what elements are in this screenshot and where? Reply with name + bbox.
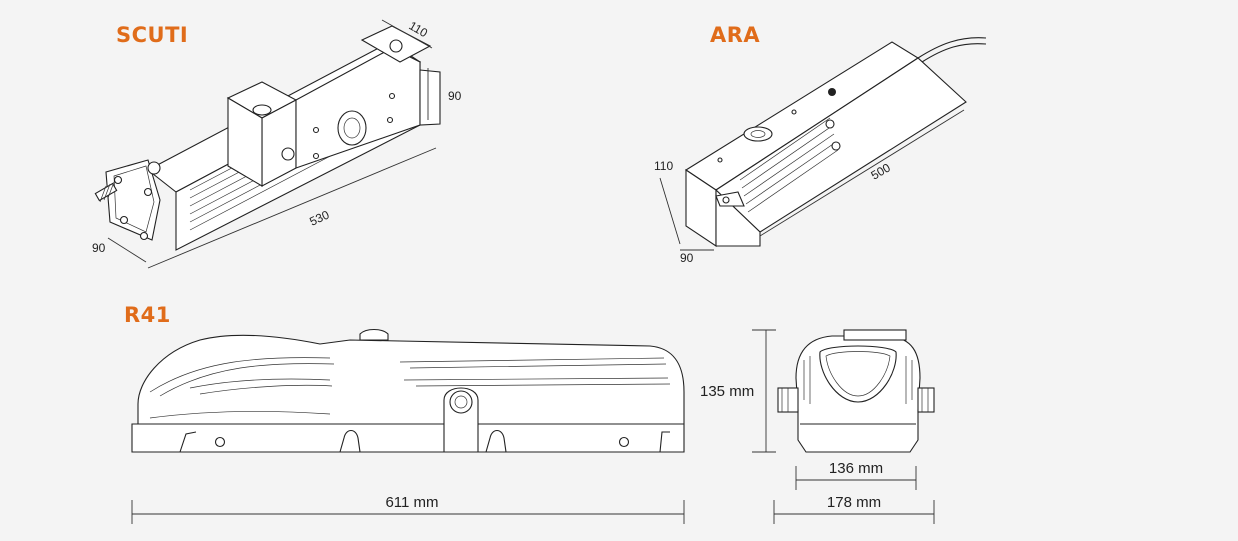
r41-front-view-drawing — [777, 329, 935, 453]
r41-dim-height: 135 mm — [700, 383, 754, 400]
scuti-dim-length: 530 — [307, 207, 331, 228]
ara-section: ARA — [654, 23, 987, 265]
r41-section: R41 — [124, 303, 935, 524]
r41-dim-total-width: 178 mm — [827, 494, 881, 511]
r41-dim-body-width: 136 mm — [829, 460, 883, 477]
r41-dimension-lines — [131, 329, 935, 524]
scuti-dimension-lines — [107, 19, 437, 269]
ara-motor-drawing — [684, 37, 987, 248]
r41-dim-length: 611 mm — [385, 494, 438, 511]
scuti-section: SCUTI — [92, 18, 462, 269]
ara-dim-width: 110 — [654, 159, 673, 173]
scuti-motor-drawing — [94, 25, 441, 251]
scuti-dim-height: 90 — [448, 89, 462, 103]
ara-dim-depth: 90 — [680, 251, 694, 265]
scuti-title: SCUTI — [116, 23, 188, 47]
ara-title: ARA — [710, 23, 760, 47]
scuti-dim-depth: 90 — [92, 241, 106, 255]
r41-side-view-drawing — [131, 328, 685, 453]
ara-dimension-lines — [659, 109, 965, 251]
ara-dim-length: 500 — [869, 160, 894, 182]
r41-title: R41 — [124, 303, 171, 327]
